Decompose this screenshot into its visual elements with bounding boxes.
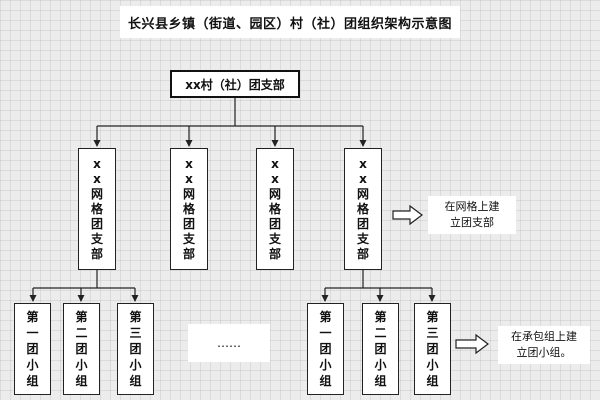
- node-char: 部: [182, 246, 195, 261]
- node-char: x: [93, 171, 101, 186]
- node-char: 网: [268, 186, 281, 201]
- node-char: 组: [374, 374, 387, 388]
- node-char: 格: [356, 201, 369, 216]
- node-char: 第: [319, 310, 332, 324]
- node-char: 三: [426, 326, 439, 340]
- node-char: x: [359, 156, 367, 171]
- node-char: 团: [75, 342, 88, 356]
- page-title: 长兴县乡镇（街道、园区）村（社）团组织架构示意图: [120, 6, 460, 38]
- node-char: 第: [75, 310, 88, 324]
- left-group-node-1: 第一团小组: [14, 303, 51, 395]
- node-char: 支: [182, 231, 195, 246]
- right-group-node-3: 第三团小组: [414, 303, 451, 395]
- node-char: 二: [75, 326, 88, 340]
- node-char: 支: [268, 231, 281, 246]
- block-arrow-group-note: [455, 333, 489, 355]
- node-char: x: [185, 171, 193, 186]
- node-char: 第: [426, 310, 439, 324]
- branch-note-line2: 立团支部: [450, 216, 494, 229]
- node-char: 小: [374, 358, 387, 372]
- node-char: 格: [90, 201, 103, 216]
- group-note-line1: 在承包组上建: [511, 330, 577, 343]
- node-char: 团: [129, 342, 142, 356]
- node-char: 小: [26, 358, 39, 372]
- node-char: 团: [356, 216, 369, 231]
- group-note: 在承包组上建 立团小组。: [498, 326, 590, 364]
- left-group-node-2: 第二团小组: [63, 303, 100, 395]
- node-char: 一: [319, 326, 332, 340]
- node-char: 格: [182, 201, 195, 216]
- node-char: 支: [356, 231, 369, 246]
- node-char: 团: [319, 342, 332, 356]
- node-char: 小: [319, 358, 332, 372]
- node-char: 团: [426, 342, 439, 356]
- node-char: x: [185, 156, 193, 171]
- node-char: 组: [319, 374, 332, 388]
- node-char: 二: [374, 326, 387, 340]
- node-char: 团: [182, 216, 195, 231]
- node-char: 一: [26, 326, 39, 340]
- node-char: 部: [90, 246, 103, 261]
- node-char: 部: [356, 246, 369, 261]
- node-char: x: [271, 171, 279, 186]
- right-group-node-2: 第二团小组: [362, 303, 399, 395]
- node-char: 网: [90, 186, 103, 201]
- node-char: x: [271, 156, 279, 171]
- node-char: 小: [75, 358, 88, 372]
- root-node: xx村（社）团支部: [170, 70, 300, 98]
- node-char: 团: [90, 216, 103, 231]
- node-char: 组: [75, 374, 88, 388]
- node-char: 小: [129, 358, 142, 372]
- branch-note-line1: 在网格上建: [444, 200, 500, 213]
- node-char: 格: [268, 201, 281, 216]
- node-char: 三: [129, 326, 142, 340]
- node-char: 网: [356, 186, 369, 201]
- node-char: 组: [426, 374, 439, 388]
- node-char: 网: [182, 186, 195, 201]
- group-note-line2: 立团小组。: [516, 346, 572, 359]
- left-group-node-3: 第三团小组: [117, 303, 154, 395]
- node-char: 第: [129, 310, 142, 324]
- node-char: 组: [26, 374, 39, 388]
- block-arrow-branch-note: [392, 204, 423, 226]
- node-char: x: [359, 171, 367, 186]
- node-char: 部: [268, 246, 281, 261]
- node-char: x: [93, 156, 101, 171]
- node-char: 组: [129, 374, 142, 388]
- node-char: 第: [374, 310, 387, 324]
- ellipsis-box: ……: [188, 324, 270, 362]
- node-char: 第: [26, 310, 39, 324]
- node-char: 团: [268, 216, 281, 231]
- node-char: 支: [90, 231, 103, 246]
- right-group-node-1: 第一团小组: [307, 303, 344, 395]
- branch-note: 在网格上建 立团支部: [428, 196, 516, 234]
- node-char: 团: [374, 342, 387, 356]
- node-char: 小: [426, 358, 439, 372]
- node-char: 团: [26, 342, 39, 356]
